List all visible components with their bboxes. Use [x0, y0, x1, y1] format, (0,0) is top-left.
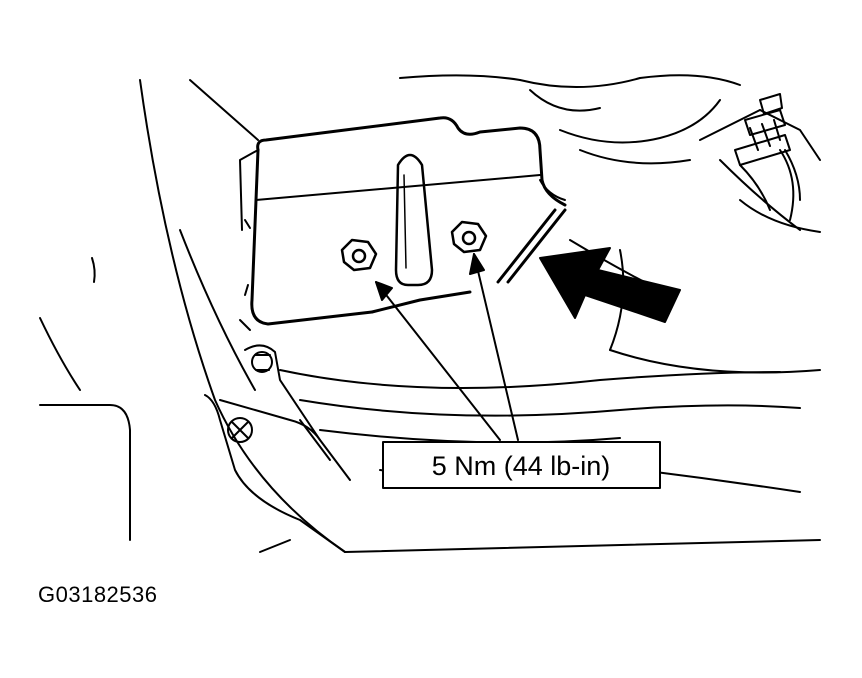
- figure-id: G03182536: [38, 582, 158, 607]
- rod: [496, 208, 567, 284]
- spark-plug-component: [734, 93, 801, 211]
- direction-arrow-icon: [539, 247, 681, 323]
- left-nut-icon: [340, 238, 378, 272]
- torque-label: 5 Nm (44 lb-in): [432, 451, 611, 481]
- right-nut-icon: [450, 220, 488, 254]
- lower-bracket: [204, 319, 351, 553]
- callout-leader-lines: [375, 253, 519, 441]
- shield-slot: [394, 153, 434, 287]
- torque-callout: 5 Nm (44 lb-in): [382, 441, 661, 489]
- heat-shield: [239, 116, 567, 326]
